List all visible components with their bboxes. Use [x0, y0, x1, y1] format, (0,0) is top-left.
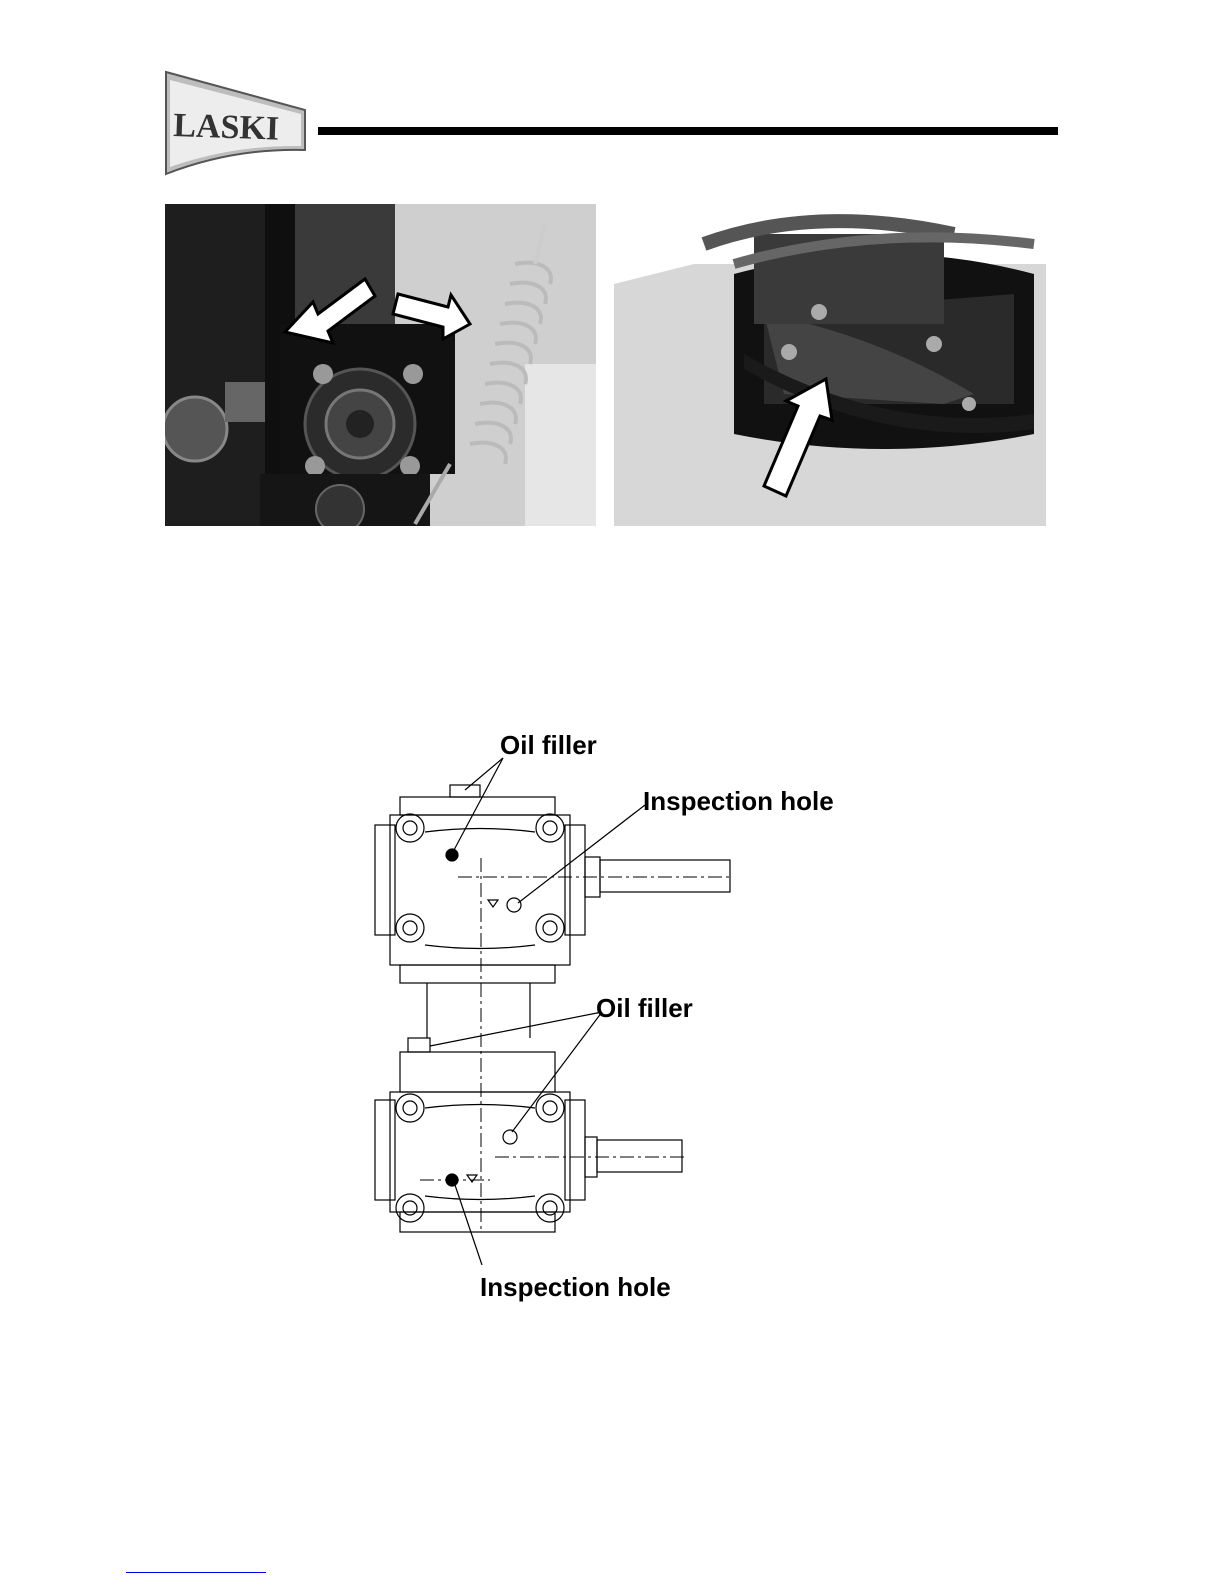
oil-filler-label-bottom: Oil filler: [596, 993, 693, 1023]
inspection-hole-label-top: Inspection hole: [643, 786, 834, 816]
header-rule: [318, 127, 1058, 135]
laski-logo: LASKI: [163, 70, 308, 176]
rotor-base-photo: [614, 204, 1046, 526]
gearbox-mount-photo: [165, 204, 596, 526]
logo-text: LASKI: [173, 107, 280, 148]
footer-link[interactable]: [126, 1572, 266, 1583]
gearbox-oil-diagram: Oil filler Inspection hole Oil filler In…: [340, 720, 900, 1310]
inspection-hole-label-bottom: Inspection hole: [480, 1272, 671, 1302]
oil-filler-label-top: Oil filler: [500, 730, 597, 760]
